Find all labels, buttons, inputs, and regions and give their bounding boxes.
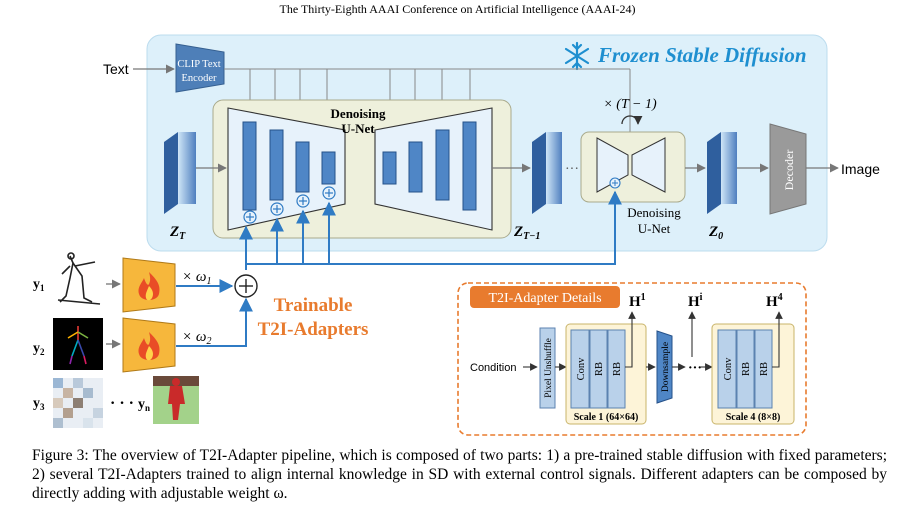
downsample-label: Downsample: [661, 342, 671, 392]
y1-sketch-image: [53, 251, 103, 305]
rb-label-3: RB: [741, 362, 752, 376]
latent-dots: ···: [565, 162, 579, 177]
small-unet-label-1: Denoising: [627, 205, 681, 220]
h4-label: H4: [766, 292, 783, 310]
conv-label-4: Conv: [723, 357, 734, 381]
text-input-label: Text: [103, 61, 129, 77]
y2-label: y2: [33, 341, 45, 357]
yn-seg-image: [153, 376, 199, 424]
unet-label-2: U-Net: [341, 121, 375, 136]
trainable-label-1: Trainable: [274, 295, 353, 316]
decoder-label: Decoder: [782, 150, 796, 191]
y2-pose-image: [53, 318, 103, 370]
latent-zt1-label: ZT−1: [513, 224, 540, 242]
pixel-unshuffle-label: Pixel Unshuffle: [543, 338, 554, 398]
details-title-bg: [470, 286, 620, 308]
scale1-label: Scale 1 (64×64): [574, 412, 639, 423]
condition-label: Condition: [470, 362, 516, 374]
downsample-block: [656, 330, 673, 404]
unet-label-1: Denoising: [331, 106, 386, 121]
weight-2-label: × ω2: [182, 329, 211, 347]
y1-label: y1: [33, 277, 45, 293]
fire-icon: [138, 272, 160, 300]
pipeline-figure: Frozen Stable Diffusion Text CLIP Text E…: [33, 34, 880, 436]
clip-label-1: CLIP Text: [177, 59, 220, 70]
scale4-label: Scale 4 (8×8): [726, 412, 781, 423]
snowflake-icon: [564, 41, 590, 71]
latent-zt-label: ZT: [169, 224, 186, 242]
latent-z0: [707, 132, 721, 214]
clip-label-2: Encoder: [182, 73, 217, 84]
clip-text-encoder: [175, 43, 225, 93]
yn-label: yn: [138, 397, 150, 413]
unet-encoder-trapezoid: [227, 107, 346, 231]
detail-dots: ···: [688, 361, 702, 376]
repeat-label: × (T − 1): [603, 97, 657, 112]
page-header: The Thirty-Eighth AAAI Conference on Art…: [279, 2, 636, 16]
pixel-unshuffle-block: [539, 327, 556, 409]
trainable-label-2: T2I-Adapters: [258, 319, 369, 340]
latent-zt: [164, 132, 178, 214]
rb-label-4: RB: [759, 362, 770, 376]
y3-label: y3: [33, 396, 45, 412]
rb-label-2: RB: [612, 362, 623, 376]
h1-label: H1: [629, 292, 646, 310]
details-title: T2I-Adapter Details: [488, 291, 601, 306]
rb-label-1: RB: [594, 362, 605, 376]
latent-zt1: [532, 132, 546, 214]
figure-caption: Figure 3: The overview of T2I-Adapter pi…: [32, 447, 887, 502]
hi-label: Hi: [688, 292, 703, 310]
yn-dots: · · ·: [110, 395, 134, 412]
fire-icon-2: [138, 332, 160, 360]
decoder-block: [769, 123, 807, 215]
latent-z0-label: Z0: [708, 224, 723, 242]
frozen-title: Frozen Stable Diffusion: [597, 43, 807, 67]
small-unet-label-2: U-Net: [638, 221, 671, 236]
loop-arrow-icon: [621, 115, 643, 125]
image-output-label: Image: [841, 161, 880, 177]
weight-1-label: × ω1: [182, 269, 211, 287]
y3-color-image: [53, 378, 103, 428]
conv-label: Conv: [576, 357, 587, 381]
